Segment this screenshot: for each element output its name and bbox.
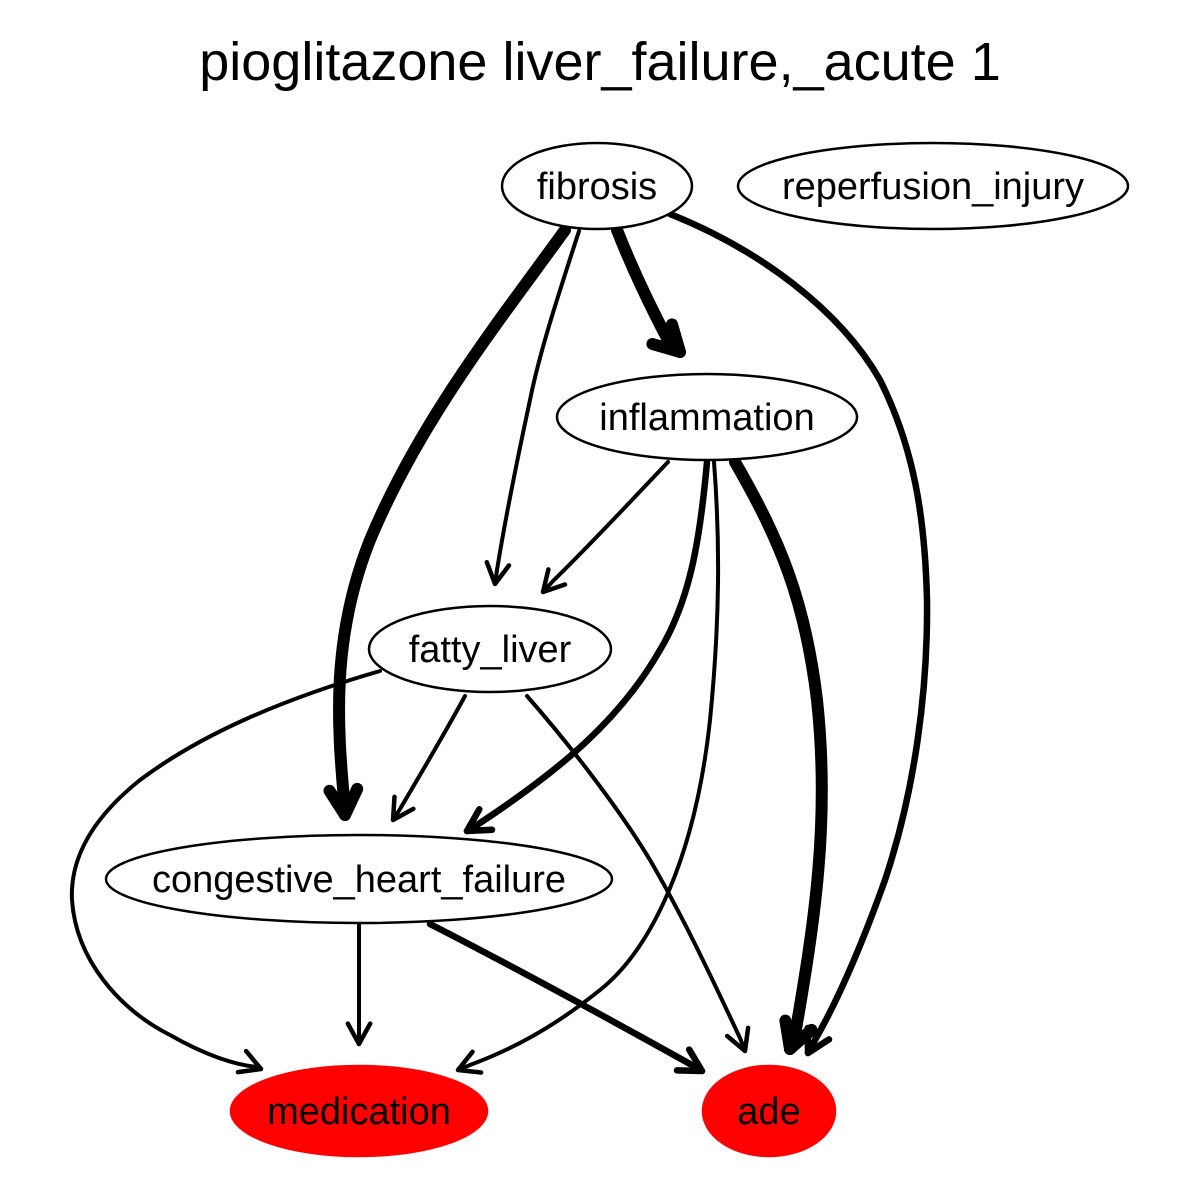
- node-fatty-liver: fatty_liver: [367, 604, 613, 694]
- node-congestive-heart-failure: congestive_heart_failure: [104, 833, 614, 925]
- edge-fatty_liver-to-ade: [525, 694, 751, 1054]
- arrowhead: [345, 1021, 373, 1047]
- node-label: inflammation: [599, 397, 814, 439]
- arrowhead: [235, 1048, 264, 1075]
- edge-line: [493, 229, 581, 586]
- arrowhead: [323, 782, 364, 821]
- graph-title: pioglitazone liver_failure,_acute 1: [199, 32, 1001, 92]
- node-fibrosis: fibrosis: [500, 141, 694, 231]
- edge-inflammation-to-fatty_liver: [540, 460, 670, 595]
- edge-line: [426, 920, 706, 1075]
- edge-fibrosis-to-fatty_liver: [484, 229, 581, 587]
- node-ellipse: [500, 141, 694, 231]
- arrowhead: [540, 567, 568, 595]
- arrowhead: [646, 318, 686, 358]
- edge-line: [729, 456, 828, 1055]
- edge-fibrosis-to-congestive_heart_failure: [323, 224, 571, 821]
- node-ade: ade: [701, 1064, 837, 1158]
- node-ellipse: [701, 1064, 837, 1158]
- edge-congestive_heart_failure-to-ade: [426, 920, 706, 1075]
- edge-line: [391, 694, 467, 822]
- nodes: fibrosis reperfusion_injury inflammation fa…: [104, 141, 1130, 1158]
- edge-fibrosis-to-ade: [666, 210, 931, 1057]
- arrowhead: [724, 1025, 751, 1054]
- edge-inflammation-to-medication: [455, 460, 721, 1075]
- edge-fatty_liver-to-medication: [69, 669, 382, 1075]
- node-label: congestive_heart_failure: [152, 859, 566, 901]
- edge-line: [463, 458, 711, 835]
- arrowhead: [455, 1049, 484, 1075]
- arrowhead: [673, 1046, 706, 1075]
- edge-line: [333, 224, 571, 821]
- node-inflammation: inflammation: [555, 372, 859, 462]
- node-medication: medication: [229, 1064, 489, 1158]
- arrowhead: [779, 1014, 818, 1055]
- node-reperfusion-injury: reperfusion_injury: [736, 141, 1130, 231]
- arrowhead: [463, 806, 496, 835]
- node-ellipse: [736, 141, 1130, 231]
- edge-line: [611, 224, 686, 358]
- edge-line: [69, 669, 382, 1071]
- edge-line: [525, 694, 747, 1053]
- edge-fibrosis-to-inflammation: [611, 224, 686, 358]
- node-ellipse: [555, 372, 859, 462]
- edge-inflammation-to-ade: [729, 456, 828, 1055]
- node-label: fibrosis: [537, 166, 657, 208]
- edge-inflammation-to-congestive_heart_failure: [463, 458, 711, 835]
- node-ellipse: [104, 833, 614, 925]
- arrowhead: [390, 794, 416, 823]
- edges: [69, 210, 931, 1075]
- node-ellipse: [229, 1064, 489, 1158]
- node-label: fatty_liver: [409, 629, 572, 671]
- edge-congestive_heart_failure-to-medication: [345, 923, 373, 1047]
- node-label: reperfusion_injury: [782, 166, 1084, 208]
- edge-line: [666, 210, 931, 1057]
- edge-line: [456, 460, 721, 1072]
- arrowhead: [484, 559, 512, 587]
- node-ellipse: [367, 604, 613, 694]
- node-label: medication: [267, 1091, 451, 1133]
- node-label: ade: [737, 1091, 800, 1133]
- edge-line: [541, 460, 670, 594]
- edge-fatty_liver-to-congestive_heart_failure: [390, 694, 467, 823]
